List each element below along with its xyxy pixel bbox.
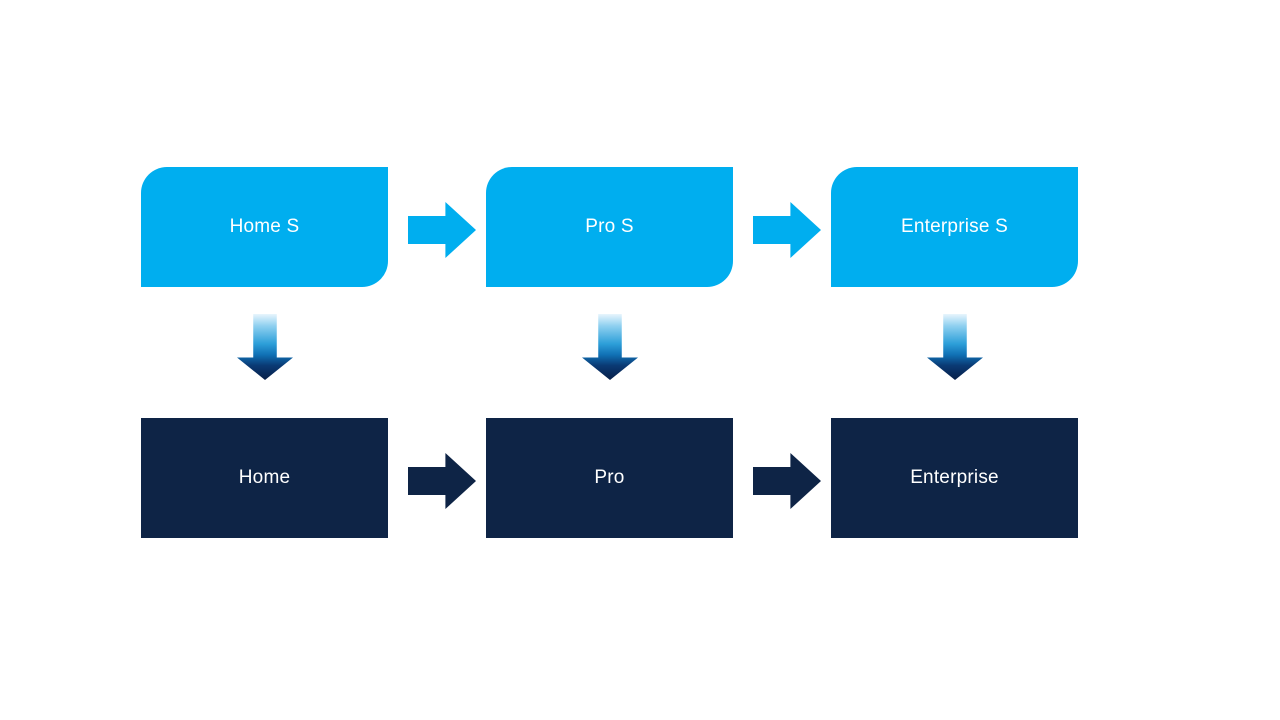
- node-home: Home: [141, 418, 388, 538]
- arrow-down-icon: [237, 314, 293, 380]
- node-enterprise-s: Enterprise S: [831, 167, 1078, 287]
- arrow-down-icon: [582, 314, 638, 380]
- arrow-right-icon: [408, 202, 476, 258]
- node-pro-s: Pro S: [486, 167, 733, 287]
- node-enterprise-label: Enterprise: [910, 467, 999, 488]
- node-home-label: Home: [238, 467, 291, 488]
- arrow-right-icon: [753, 453, 821, 509]
- arrow-down-icon: [927, 314, 983, 380]
- node-home-s: Home S: [141, 167, 388, 287]
- arrow-right-icon: [408, 453, 476, 509]
- node-pro: Pro: [486, 418, 733, 538]
- arrow-right-icon: [753, 202, 821, 258]
- node-enterprise-s-label: Enterprise S: [901, 216, 1008, 237]
- node-pro-label: Pro: [594, 467, 625, 488]
- node-pro-s-label: Pro S: [585, 216, 634, 237]
- node-enterprise: Enterprise: [831, 418, 1078, 538]
- node-home-s-label: Home S: [229, 216, 300, 237]
